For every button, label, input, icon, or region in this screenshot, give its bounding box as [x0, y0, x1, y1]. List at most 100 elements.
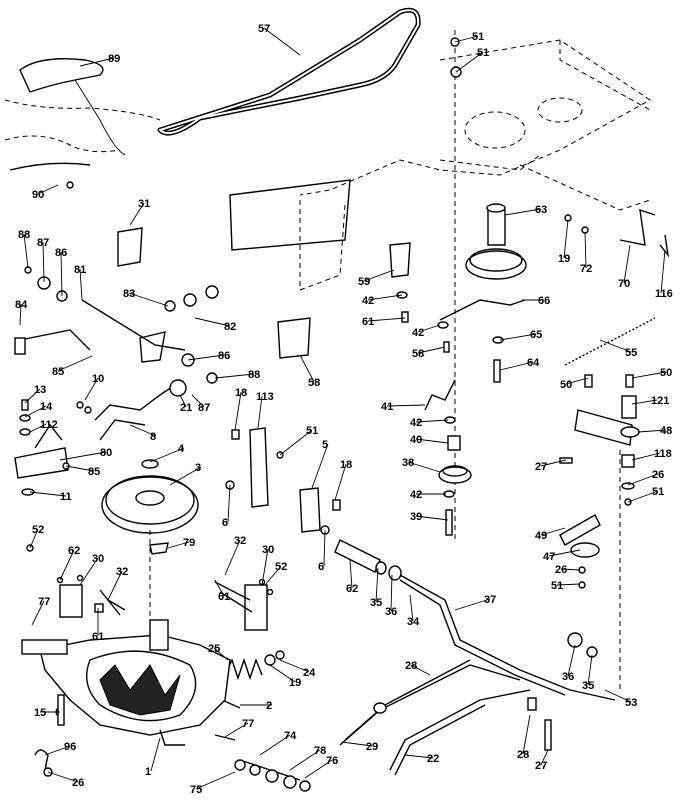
callout-40: 40 — [410, 434, 422, 446]
left-bracket-assembly — [14, 399, 70, 496]
callout-59: 59 — [358, 276, 370, 288]
callout-26c: 26 — [72, 777, 84, 789]
leader-lines — [19, 27, 667, 790]
callout-35a: 35 — [370, 597, 382, 609]
leader-90 — [37, 184, 59, 195]
callout-5: 5 — [322, 439, 328, 451]
callout-42b: 42 — [412, 327, 424, 339]
callout-88b: 88 — [248, 369, 260, 381]
leader-49 — [540, 527, 566, 536]
leader-32a — [224, 539, 241, 576]
leader-41 — [386, 404, 426, 407]
leader-34 — [409, 594, 414, 622]
leader-48 — [637, 429, 667, 433]
callout-3: 3 — [195, 462, 201, 474]
callout-58b: 58 — [308, 377, 320, 389]
leader-42a — [367, 294, 403, 301]
callout-25: 25 — [208, 643, 220, 655]
leader-88b — [214, 373, 255, 379]
leader-37 — [454, 598, 491, 611]
leader-28a — [410, 664, 431, 676]
callout-11: 11 — [60, 491, 72, 503]
leader-75 — [195, 771, 236, 790]
callout-32a: 32 — [234, 535, 246, 547]
leader-8 — [129, 424, 157, 437]
leader-57 — [263, 27, 301, 56]
leader-30b — [79, 557, 99, 586]
callout-19a: 19 — [558, 253, 570, 265]
leader-26c — [47, 771, 79, 783]
callout-61a: 61 — [362, 316, 374, 328]
callout-42c: 42 — [410, 417, 422, 429]
callout-22: 22 — [427, 753, 439, 765]
leader-70 — [623, 244, 631, 284]
callout-34: 34 — [407, 616, 420, 628]
callout-21: 21 — [180, 402, 192, 414]
callout-50b: 50 — [660, 367, 672, 379]
callout-65: 65 — [530, 329, 542, 341]
leader-26a — [627, 473, 659, 486]
leader-40 — [415, 438, 449, 444]
transaxle — [21, 530, 231, 746]
leader-78 — [289, 749, 321, 771]
callout-90: 90 — [32, 189, 44, 201]
callout-77b: 77 — [242, 718, 254, 730]
leader-10 — [84, 377, 99, 401]
leader-61a — [367, 317, 406, 322]
callout-118: 118 — [654, 448, 672, 460]
leader-80 — [59, 451, 107, 461]
leader-30a — [261, 548, 269, 586]
leader-5 — [311, 443, 329, 489]
center-mounting-bracket — [214, 578, 274, 631]
tension-rods — [339, 659, 552, 776]
callout-77a: 77 — [38, 596, 50, 608]
callout-47: 47 — [543, 551, 555, 563]
callout-87b: 87 — [198, 402, 210, 414]
leader-35a — [375, 567, 379, 603]
frame-chassis — [229, 39, 651, 291]
leader-39 — [415, 515, 449, 521]
callout-39: 39 — [410, 511, 422, 523]
callout-80: 80 — [100, 447, 112, 459]
callout-37: 37 — [484, 594, 496, 606]
leader-51d — [627, 490, 659, 503]
idler-brackets — [225, 317, 341, 535]
leader-52a — [29, 528, 39, 549]
callout-13: 13 — [34, 384, 46, 396]
drive-belt — [157, 7, 421, 136]
callout-49: 49 — [535, 530, 547, 542]
leader-22 — [404, 754, 434, 759]
callout-52a: 52 — [32, 524, 44, 536]
callout-30a: 30 — [262, 544, 274, 556]
callout-96: 96 — [64, 741, 76, 753]
callout-36b: 36 — [562, 671, 574, 683]
axle-hardware — [214, 734, 311, 792]
callout-48: 48 — [660, 425, 672, 437]
callout-24: 24 — [303, 667, 316, 679]
leader-77b — [224, 722, 249, 738]
callout-42a: 42 — [362, 295, 374, 307]
leader-24 — [279, 659, 310, 673]
callout-63: 63 — [535, 204, 547, 216]
callout-28b: 28 — [517, 749, 529, 761]
callout-81: 81 — [74, 264, 86, 276]
callout-61b: 61 — [218, 591, 230, 603]
callout-1: 1 — [145, 766, 151, 778]
right-brake-assembly — [559, 374, 640, 589]
leader-85b — [65, 465, 95, 472]
callout-18a: 18 — [235, 387, 247, 399]
callout-86a: 86 — [55, 247, 67, 259]
leader-18a — [234, 391, 242, 431]
leader-72 — [584, 231, 587, 269]
callout-27a: 27 — [535, 461, 547, 473]
leader-62b — [349, 559, 353, 589]
leader-83 — [128, 292, 169, 307]
leader-82 — [194, 317, 231, 327]
callout-76: 76 — [326, 755, 338, 767]
leader-96 — [44, 745, 71, 756]
callout-87a: 87 — [37, 237, 49, 249]
leader-121 — [631, 399, 658, 405]
callout-78: 78 — [314, 745, 326, 757]
leader-27a — [540, 459, 567, 467]
